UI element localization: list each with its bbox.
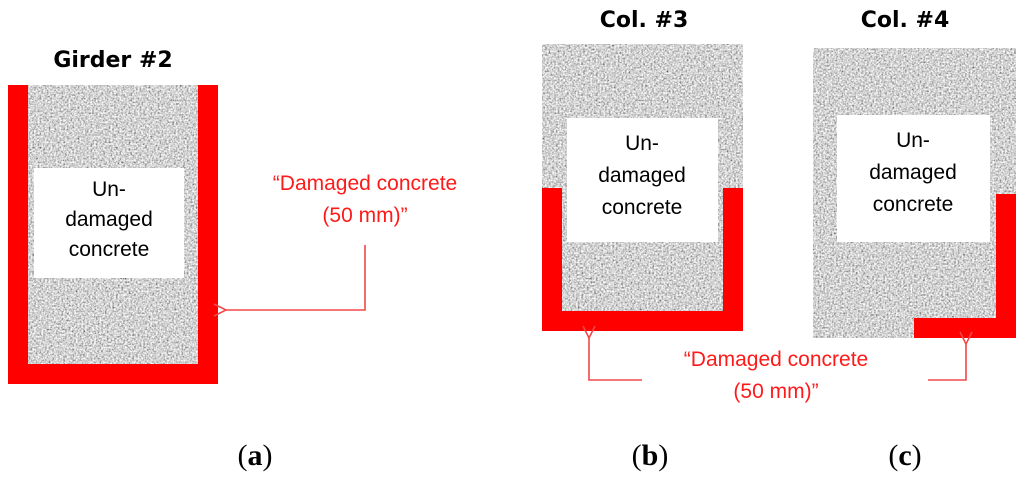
callout-arrow-a [226, 245, 366, 310]
caption-a: (a) [238, 439, 273, 472]
undamaged-core-c [837, 115, 990, 242]
shared-callout-line1: “Damaged concrete [684, 348, 868, 371]
panel-b-title: Col. #3 [600, 8, 689, 33]
undamaged-label-line3: concrete [873, 193, 954, 216]
undamaged-core-b [567, 118, 718, 242]
caption-b: (b) [632, 439, 669, 472]
damaged-callout-a-line2: (50 mm)” [322, 204, 407, 227]
undamaged-label-line1: Un- [625, 132, 659, 155]
undamaged-core-a [34, 168, 184, 278]
undamaged-label-line2: damaged [598, 164, 686, 187]
undamaged-label-line1: Un- [92, 178, 126, 201]
panel-a: Girder #2 Un- damaged concrete “Damaged … [8, 48, 457, 472]
shared-callout: “Damaged concrete (50 mm)” [684, 348, 868, 403]
undamaged-label-line1: Un- [896, 129, 930, 152]
callout-arrow-b [589, 338, 642, 381]
callout-arrow-c [928, 344, 966, 381]
panel-c-title: Col. #4 [861, 8, 950, 33]
damaged-concrete-layer-c [914, 194, 1016, 338]
panel-a-title: Girder #2 [53, 48, 172, 73]
damaged-callout-a-line1: “Damaged concrete [273, 172, 457, 195]
undamaged-label-line2: damaged [65, 208, 153, 231]
shared-callout-line2: (50 mm)” [733, 380, 818, 403]
undamaged-label-line2: damaged [869, 161, 957, 184]
caption-c: (c) [888, 439, 921, 472]
damaged-concrete-layer-b [542, 188, 743, 331]
undamaged-label-line3: concrete [602, 196, 683, 219]
panel-c: Col. #4 Un- damaged concrete (c) [813, 8, 1016, 472]
panel-b: Col. #3 Un- damaged concrete (b) [542, 8, 743, 472]
undamaged-label-line3: concrete [69, 238, 150, 261]
